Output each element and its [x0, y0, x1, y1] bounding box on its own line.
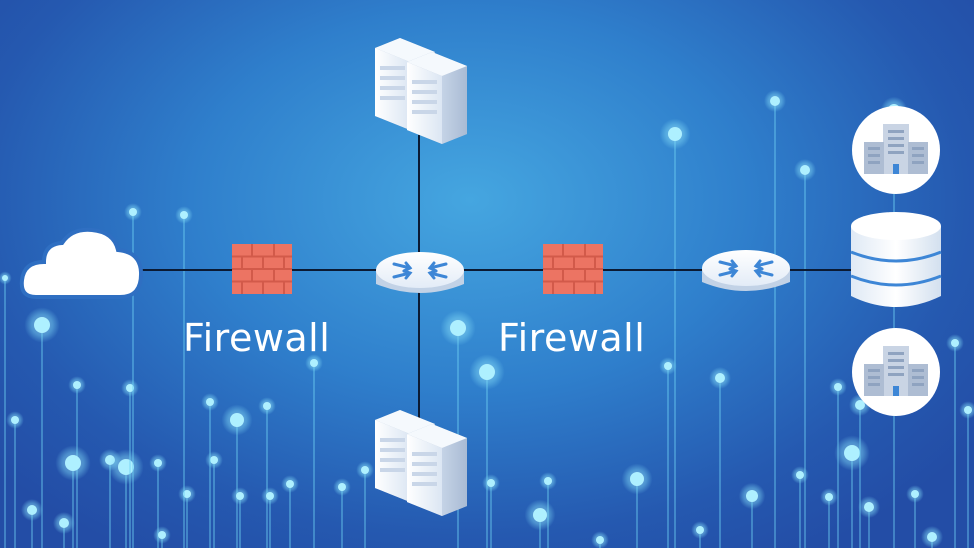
- light-pillar-dot: [630, 472, 644, 486]
- background-light-pillars: [0, 90, 974, 548]
- light-pillar-dot: [533, 508, 547, 522]
- light-pillar-dot: [864, 502, 874, 512]
- light-pillar-dot: [770, 96, 780, 106]
- light-pillar-dot: [800, 165, 810, 175]
- server-building-bottom-icon: [852, 328, 940, 416]
- light-pillar-dot: [664, 362, 672, 370]
- light-pillar-dot: [964, 406, 972, 414]
- light-pillar-dot: [361, 466, 369, 474]
- light-pillar-dot: [668, 127, 682, 141]
- firewall-left-brick-icon: [232, 244, 292, 294]
- light-pillar-dot: [951, 339, 959, 347]
- light-pillar-dot: [310, 359, 318, 367]
- router-right-icon: [702, 250, 790, 291]
- server-building-top-icon: [852, 106, 940, 194]
- light-pillar-dot: [715, 373, 725, 383]
- light-pillar-dot: [487, 479, 495, 487]
- router-center-icon: [376, 252, 464, 293]
- light-pillar-dot: [338, 483, 346, 491]
- light-pillar-dot: [183, 490, 191, 498]
- light-pillar-dot: [855, 400, 865, 410]
- light-pillar-dot: [154, 459, 162, 467]
- light-pillar-dot: [65, 455, 81, 471]
- light-pillar-dot: [206, 398, 214, 406]
- light-pillar-dot: [266, 492, 274, 500]
- light-pillar-dot: [118, 459, 134, 475]
- light-pillar-dot: [544, 477, 552, 485]
- light-pillar-dot: [911, 490, 919, 498]
- light-pillar-dot: [158, 531, 166, 539]
- light-pillar-dot: [479, 364, 495, 380]
- light-pillar-dot: [59, 518, 69, 528]
- light-pillar-dot: [927, 532, 937, 542]
- light-pillar-dot: [210, 456, 218, 464]
- light-pillar-dot: [696, 526, 704, 534]
- light-pillar-dot: [73, 381, 81, 389]
- database-icon: [850, 212, 942, 307]
- light-pillar-dot: [11, 416, 19, 424]
- server-rack-bottom-icon: [375, 410, 467, 516]
- light-pillar-dot: [844, 445, 860, 461]
- light-pillar-dot: [126, 384, 134, 392]
- light-pillar-dot: [263, 402, 271, 410]
- light-pillar-dot: [129, 208, 137, 216]
- firewall-right-brick-icon: [543, 244, 603, 294]
- cloud-icon: [19, 227, 144, 299]
- light-pillar-dot: [746, 490, 758, 502]
- light-pillar-dot: [286, 480, 294, 488]
- light-pillar-dot: [596, 536, 604, 544]
- light-pillar-dot: [27, 505, 37, 515]
- light-pillar-dot: [2, 275, 8, 281]
- light-pillar-dot: [796, 471, 804, 479]
- light-pillar-dot: [180, 211, 188, 219]
- light-pillar-dot: [834, 383, 842, 391]
- light-pillar-dot: [450, 320, 466, 336]
- light-pillar-dot: [825, 493, 833, 501]
- firewall-left-label: Firewall: [183, 316, 331, 360]
- light-pillar-dot: [230, 413, 244, 427]
- firewall-right-label: Firewall: [498, 316, 646, 360]
- light-pillar-dot: [34, 317, 50, 333]
- light-pillar-dot: [236, 492, 244, 500]
- server-rack-top-icon: [375, 38, 467, 144]
